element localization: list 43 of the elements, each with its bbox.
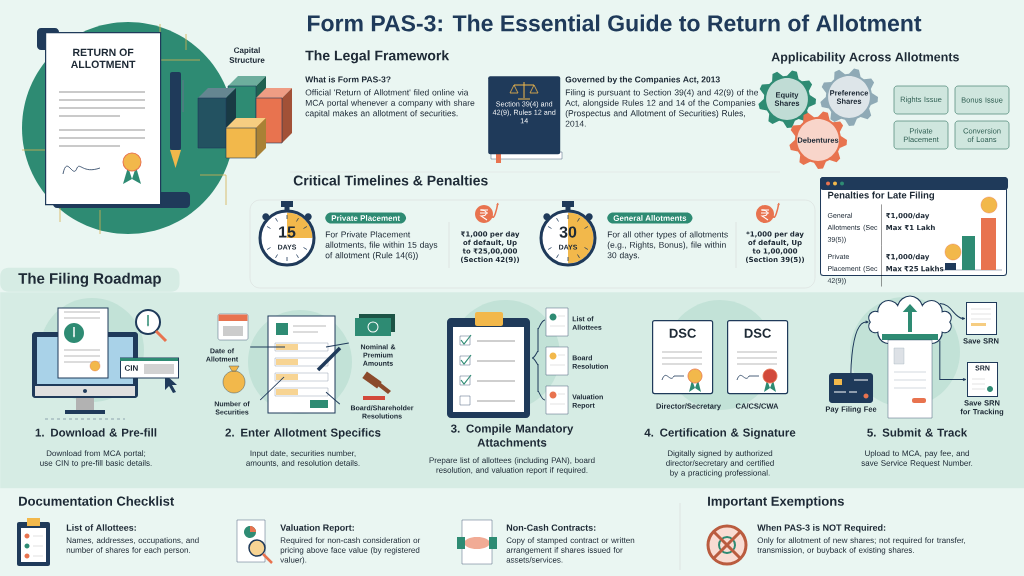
item-text: Required for non-cash consideration or pricing above face value (by registered valuer). — [280, 537, 421, 565]
document: RETURN OF ALLOTMENT — [37, 28, 190, 208]
paragraph: Filing is pursuant to Section 39(4) and 42(9) of the Act, alongside Rules 12 and 14 of the Companies (Prospectus and Allotment of Securities) Rules, 2014. — [565, 89, 759, 127]
leader-line — [259, 376, 285, 401]
leader-line — [325, 342, 350, 348]
section-heading: Documentation Checklist — [19, 496, 175, 506]
certificate: DSC — [727, 320, 789, 395]
step-title: 2. Enter Allotment Specifics — [225, 428, 381, 439]
step-description: Upload to MCA, pay fee, and save Service Request Number. — [861, 450, 973, 468]
arrow — [939, 303, 966, 320]
section-heading: Important Exemptions — [708, 496, 844, 509]
callout-label: Capital Structure — [229, 47, 265, 63]
step-title: 1. Download & Pre-fill — [35, 428, 157, 437]
paragraph: For Private Placement allotments, file within 15 days of allotment (Rule 14(6)) — [325, 231, 438, 260]
item-title: Valuation Report: — [280, 524, 354, 533]
node-label: The Filing Roadmap — [18, 272, 161, 287]
step-title: 5. Submit & Track — [867, 428, 968, 437]
paragraph: For all other types of allotments (e.g., Rights, Bonus), file within 30 days. — [607, 231, 728, 260]
step-description: Prepare list of allottees (including PAN), board resolution, and valuation report if required. — [429, 457, 595, 475]
title: Form PAS-3: The Essential Guide to Return of Allotment — [308, 14, 922, 32]
leader-line — [325, 391, 341, 405]
subheading: What is Form PAS-3? — [305, 76, 391, 83]
category-pill: Private Placement — [325, 212, 407, 224]
section-heading: The Legal Framework — [305, 50, 450, 64]
item-text: Copy of stamped contract or written arrangement if shares issued for assets/services. — [506, 537, 635, 563]
category-pill: General Allotments — [607, 212, 693, 224]
leader-line — [249, 346, 286, 348]
item-title: When PAS-3 is NOT Required: — [757, 524, 886, 533]
step-description: Digitally signed by authorized director/secretary and certified by a practicing professional. — [666, 450, 774, 478]
paragraph: Official 'Return of Allotment' filed online via MCA portal whenever a company with share capital makes an allotment of securities. — [305, 89, 475, 118]
item-title: Non-Cash Contracts: — [506, 524, 596, 531]
section-heading: Critical Timelines & Penalties — [293, 175, 488, 186]
item-title: List of Allottees: — [66, 524, 136, 531]
arrow — [939, 339, 967, 381]
step-description: Input date, securities number, amounts, and resolution details. — [246, 450, 360, 467]
section-heading: Applicability Across Allotments — [771, 52, 959, 64]
item-text: Only for allotment of new shares; not required for transfer, transmission, or buyback of existing shares. — [757, 537, 965, 555]
certificate: DSC — [652, 320, 714, 395]
item-text: Names, addresses, occupations, and number of shares for each person. — [66, 537, 199, 555]
step-title: 4. Certification & Signature — [644, 428, 796, 439]
step-description: Download from MCA portal; use CIN to pre-fill basic details. — [40, 450, 152, 468]
cin-field: CIN — [120, 357, 179, 379]
step-title: 3. Compile Mandatory Attachments — [450, 424, 574, 447]
